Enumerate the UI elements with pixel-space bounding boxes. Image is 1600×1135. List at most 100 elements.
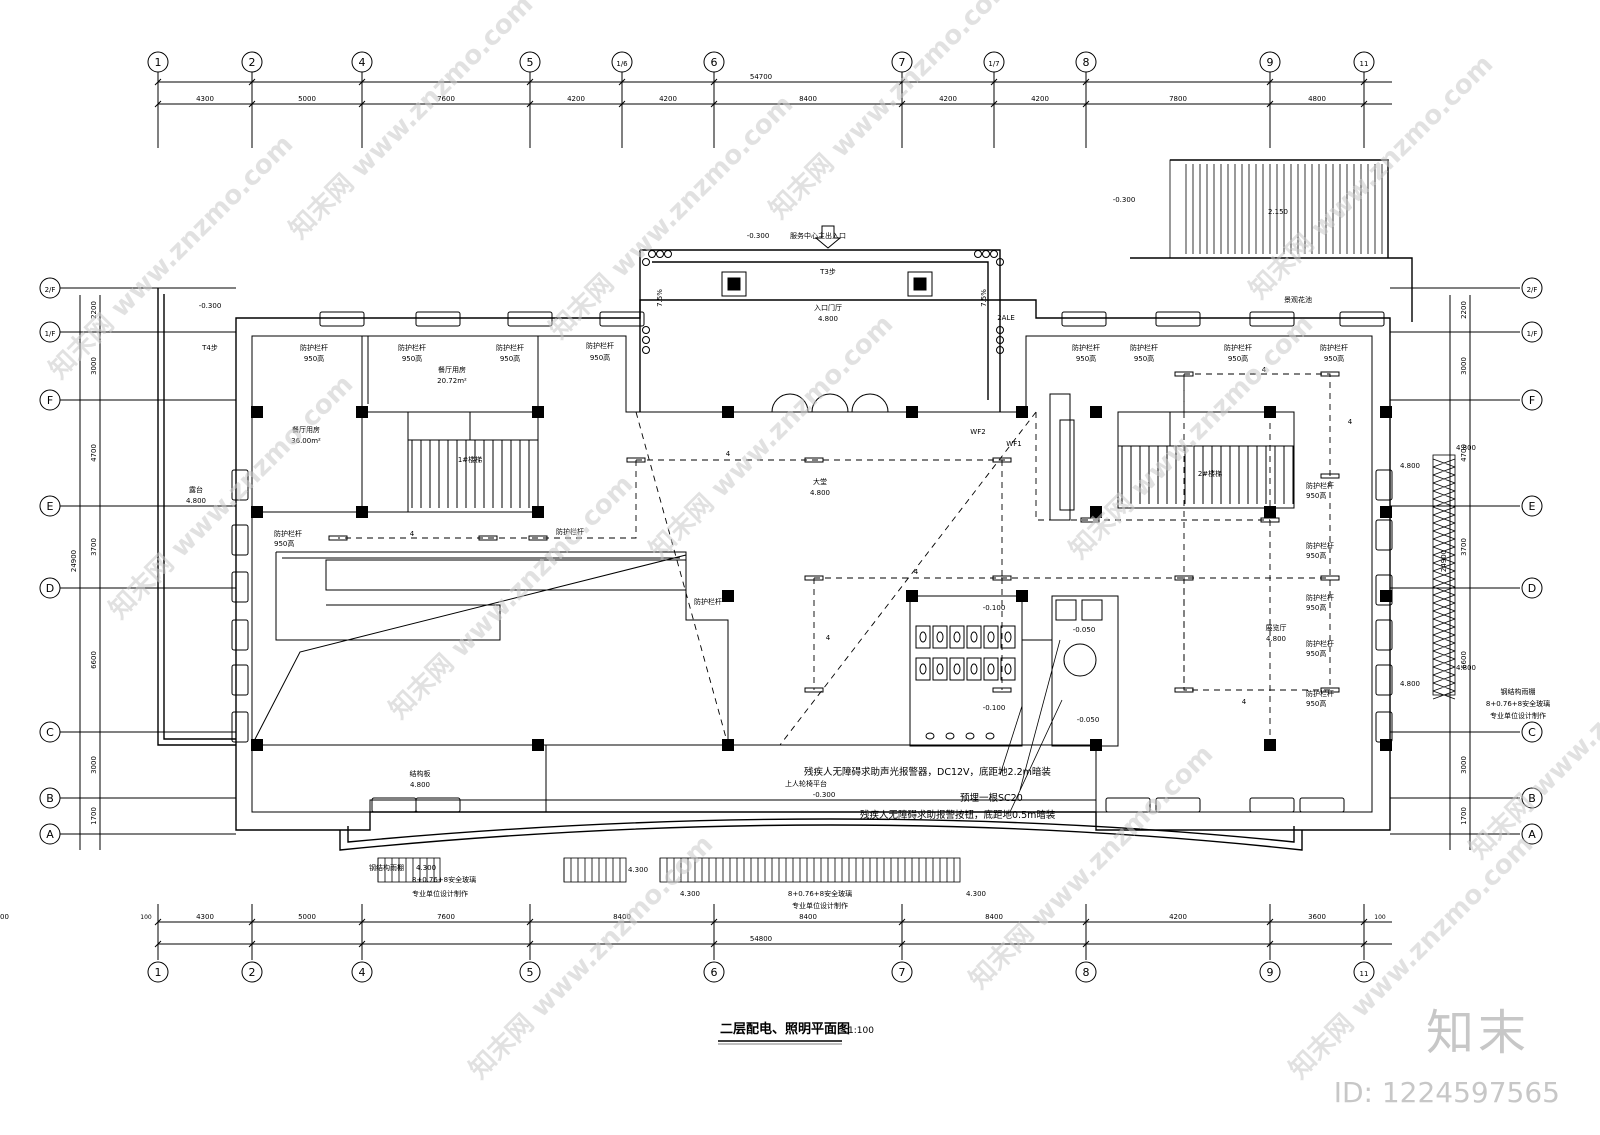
wash-basin (925, 732, 935, 740)
toilet-stall (1000, 625, 1016, 649)
light-fixture (1260, 517, 1280, 523)
grid-bottom-8-label: 11 (1360, 970, 1369, 978)
light-fixture (1174, 687, 1194, 693)
grid-top-4-label: 1/6 (616, 60, 628, 68)
structural-columns (251, 406, 1392, 751)
grid-right-5-circle (1521, 721, 1543, 743)
toilet-bowl (953, 631, 961, 643)
external-elevation-3: 4.800 (1400, 462, 1420, 470)
window-left-5 (231, 711, 249, 743)
grid-right-0-circle (1521, 277, 1543, 299)
light-fixture (1320, 575, 1340, 581)
light-fixture (804, 575, 824, 581)
dim-chain-bottom (158, 921, 1392, 945)
image-id: ID: 1224597565 (1333, 1076, 1560, 1109)
lobby-level: 4.800 (810, 489, 830, 497)
dim-right-6: 1700 (1460, 807, 1468, 825)
column (1090, 739, 1102, 751)
toilet-bowl (987, 663, 995, 675)
grid-top-4-circle (611, 51, 633, 73)
window-bottom-3 (1155, 797, 1201, 813)
accessible-fixture (1081, 599, 1103, 621)
grid-left-0-circle (39, 277, 61, 299)
column (356, 506, 368, 518)
railing-right-1: 防护栏杆 (1306, 481, 1334, 490)
grid-right-7-label: A (1528, 828, 1536, 841)
light-fixture (804, 457, 824, 463)
wash-basin (965, 732, 975, 740)
toilet-stall (1000, 657, 1016, 681)
terrace-level: 4.800 (186, 497, 206, 505)
circuit-count-7: 4 (826, 634, 831, 642)
railing-top-6-height: 950高 (1134, 354, 1154, 363)
window-left-4 (231, 664, 249, 696)
column (1380, 739, 1392, 751)
toilet-bowl (953, 663, 961, 675)
toilet-elevation-2: -0.100 (983, 704, 1006, 712)
watermark-text-4: 知末网 www.znzmo.com (1064, 309, 1319, 564)
light-fixture (626, 457, 646, 463)
grid-top-10-circle (1353, 51, 1375, 73)
grid-left-1-label: 1/F (45, 330, 56, 338)
dim-left-5: 3000 (90, 756, 98, 774)
dim-bottom-2: 7600 (437, 913, 455, 921)
grid-top-0-label: 1 (155, 56, 162, 69)
watermark-text-5: 知末网 www.znzmo.com (1244, 49, 1499, 304)
dim-right-0: 2200 (1460, 301, 1468, 319)
restaurant-b-area: 20.72m² (437, 377, 467, 385)
grid-right-7-circle (1521, 823, 1543, 845)
dim-right-5: 3000 (1460, 756, 1468, 774)
round-column (642, 326, 650, 334)
dim-left-2: 4700 (90, 444, 98, 462)
accessible-fixture (1055, 599, 1077, 621)
note-leaders (999, 639, 1063, 813)
entrance-hall-level: 4.800 (818, 315, 838, 323)
landscape-label: 景观花池 (1284, 295, 1312, 304)
column (251, 506, 263, 518)
restaurant-a-area: 36.00m² (291, 437, 321, 445)
round-column (996, 336, 1004, 344)
toilet-stall (983, 625, 999, 649)
round-column (648, 250, 656, 258)
wire-wf2: WF2 (970, 428, 985, 436)
column (1016, 406, 1028, 418)
grid-left-5-label: C (46, 726, 54, 739)
note-alarm-light: 残疾人无障碍求助声光报警器，DC12V，底距地2.2m暗装 (804, 766, 1051, 778)
round-column (996, 258, 1004, 266)
round-column (996, 346, 1004, 354)
note-alarm-button: 残疾人无障碍求助报警按钮，底距地0.5m暗装 (860, 809, 1056, 821)
toilet-stall (932, 657, 948, 681)
wheelchair-platform: 上人轮椅平台 (785, 779, 827, 788)
lobby-label: 大堂 (813, 477, 827, 486)
grid-right-2-circle (1521, 389, 1543, 411)
window-bottom-2 (1105, 797, 1151, 813)
note-conduit: 预埋一根SC20 (960, 792, 1023, 804)
grid-left-0-label: 2/F (45, 286, 56, 294)
steel-canopy-right: 钢结构雨棚 (1501, 687, 1536, 696)
grid-left-6-circle (39, 787, 61, 809)
grid-top-6-label: 7 (899, 56, 906, 69)
railing-right-3-height: 950高 (1306, 603, 1326, 612)
railing-top-4-height: 950高 (304, 354, 324, 363)
dim-top-4: 4200 (659, 95, 677, 103)
grid-right-5-label: C (1528, 726, 1536, 739)
railing-right-4-height: 950高 (1306, 649, 1326, 658)
column (1380, 590, 1392, 602)
toilet-bowl (1004, 663, 1012, 675)
stair1-label: 1#楼梯 (458, 455, 482, 464)
toilet-bowl (919, 663, 927, 675)
dim-left-4: 6600 (90, 651, 98, 669)
grid-top-1-circle (241, 51, 263, 73)
light-fixture (992, 575, 1012, 581)
circuit-count-2: 4 (410, 530, 415, 538)
canopy-elevation-4: 4.300 (966, 890, 986, 898)
grid-left-1-circle (39, 321, 61, 343)
drawing-scale: 1:100 (848, 1026, 874, 1036)
toilet-bowl (970, 631, 978, 643)
column (532, 506, 544, 518)
terrace-label: 露台 (189, 485, 203, 494)
grid-left-5-circle (39, 721, 61, 743)
grid-right-6-circle (1521, 787, 1543, 809)
